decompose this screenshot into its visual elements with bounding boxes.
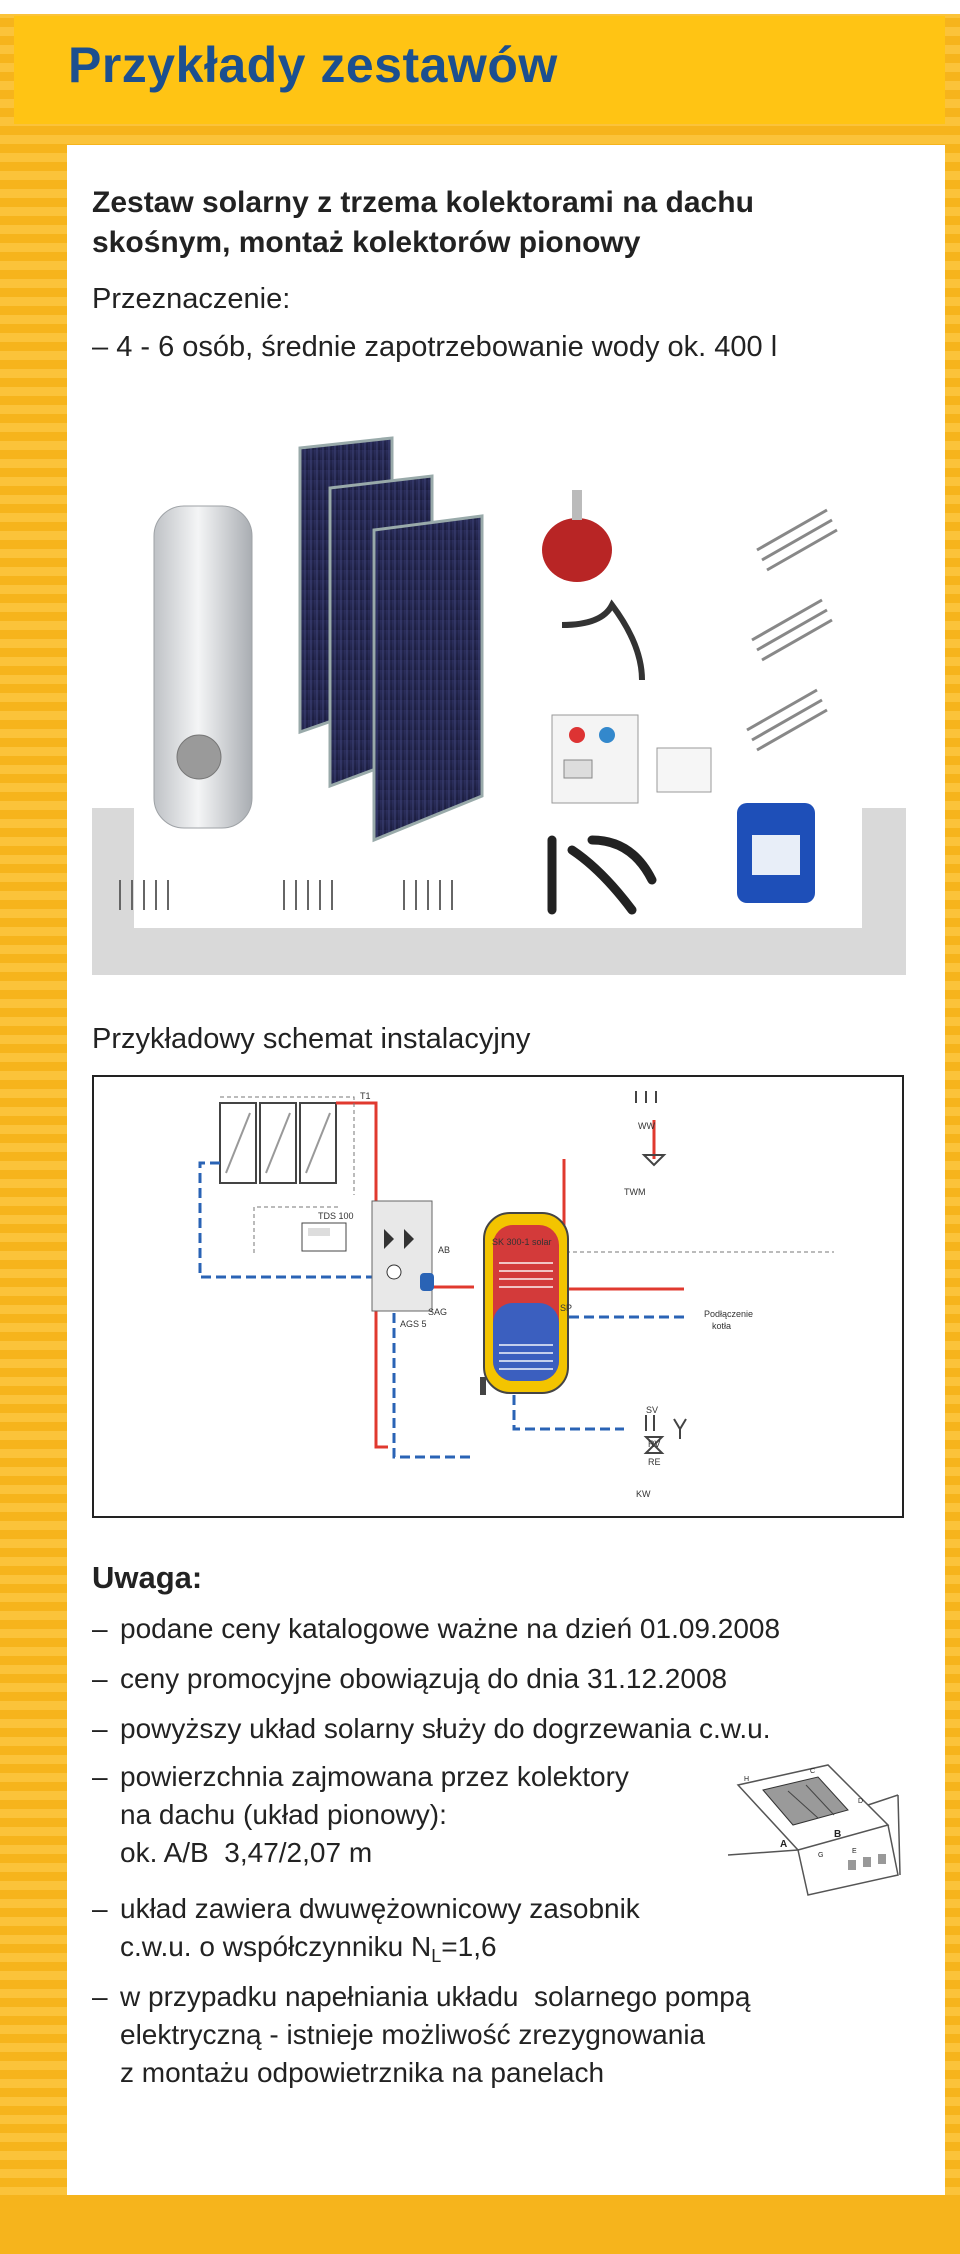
schema-collectors <box>219 1102 337 1184</box>
note-text-line: c.w.u. o współczynniku NL=1,6 <box>92 1928 640 1975</box>
roof-label-c: C <box>810 1768 815 1775</box>
collector-panels <box>298 436 484 843</box>
note-text-line: na dachu (układ pionowy): <box>120 1799 447 1830</box>
label-tds: TDS 100 <box>318 1211 354 1221</box>
roof-dimension-sketch: A B C D E G H <box>718 1755 902 1905</box>
note-dash: – <box>92 1663 108 1694</box>
label-boiler-1: Podłączenie <box>704 1309 753 1319</box>
roof-label-e: E <box>852 1848 857 1855</box>
note-item: – powierzchnia zajmowana przez kolektory… <box>92 1758 629 1872</box>
schema-labels: T1 WW TWM TDS 100 AB SK 300-1 solar SAG … <box>318 1091 753 1499</box>
note-item: – w przypadku napełniania układu solarne… <box>92 1978 750 2092</box>
note-item: – ceny promocyjne obowiązują do dnia 31.… <box>92 1660 727 1698</box>
note-text: podane ceny katalogowe ważne na dzień 01… <box>120 1613 781 1644</box>
label-sp: SP <box>560 1303 572 1313</box>
note-text: ceny promocyjne obowiązują do dnia 31.12… <box>120 1663 728 1694</box>
installation-schema: T1 WW TWM TDS 100 AB SK 300-1 solar SAG … <box>92 1075 904 1518</box>
note-text-line: w przypadku napełniania układu solarnego… <box>120 1981 751 2012</box>
note-text-line: powierzchnia zajmowana przez kolektory <box>120 1761 629 1792</box>
note-text: powyższy układ solarny służy do dogrzewa… <box>120 1713 771 1744</box>
schema-controller <box>301 1222 347 1252</box>
top-white-strip <box>0 0 960 14</box>
expansion-vessel <box>542 490 612 582</box>
label-rv: RV <box>648 1439 660 1449</box>
schema-thin-lines <box>220 1096 834 1253</box>
label-re: RE <box>648 1457 661 1467</box>
note-dash: – <box>92 1893 108 1924</box>
roof-label-d: D <box>858 1798 863 1805</box>
label-sv: SV <box>646 1405 658 1415</box>
note-text-line: ok. A/B 3,47/2,07 m <box>120 1837 373 1868</box>
note-dash: – <box>92 1761 108 1792</box>
note-text-line: elektryczną - istnieje możliwość zrezygn… <box>120 2019 706 2050</box>
schema-pump-group <box>371 1200 434 1312</box>
pipe-fittings <box>119 880 453 910</box>
label-sag: SAG <box>428 1307 447 1317</box>
purpose-label: Przeznaczenie: <box>92 283 291 315</box>
frame-bottom <box>0 2195 960 2254</box>
note-item: – podane ceny katalogowe ważne na dzień … <box>92 1610 780 1648</box>
roof-label-b: B <box>834 1829 841 1840</box>
label-ww: WW <box>638 1121 655 1131</box>
storage-tank <box>153 505 253 829</box>
roof-label-a: A <box>780 1839 787 1850</box>
note-text-part: =1,6 <box>441 1931 497 1962</box>
product-photo <box>92 430 906 975</box>
purpose-text: 4 - 6 osób, średnie zapotrzebowanie wody… <box>116 331 778 363</box>
note-dash: – <box>92 1981 108 2012</box>
product-illustration <box>119 436 838 915</box>
label-ags: AGS 5 <box>400 1319 427 1329</box>
schema-valves <box>635 1091 687 1454</box>
label-ab: AB <box>438 1245 450 1255</box>
label-kw: KW <box>636 1489 651 1499</box>
pump-station <box>551 714 712 804</box>
note-item: – układ zawiera dwuwężownicowy zasobnik … <box>92 1890 640 1975</box>
note-dash: – <box>92 1613 108 1644</box>
note-text-line: z montażu odpowietrznika na panelach <box>120 2057 605 2088</box>
roof-label-g: G <box>818 1852 823 1859</box>
label-t1: T1 <box>360 1091 371 1101</box>
page-title: Przykłady zestawów <box>68 37 558 93</box>
label-boiler-2: kotła <box>712 1321 731 1331</box>
note-text-part: c.w.u. o współczynniku N <box>120 1931 432 1962</box>
schema-diagram: T1 WW TWM TDS 100 AB SK 300-1 solar SAG … <box>198 1091 834 1499</box>
note-item: – powyższy układ solarny służy do dogrze… <box>92 1710 771 1748</box>
frame-left <box>0 0 67 2254</box>
note-dash: – <box>92 1713 108 1744</box>
note-text-line: układ zawiera dwuwężownicowy zasobnik <box>120 1893 640 1924</box>
insulated-pipes <box>547 835 657 915</box>
set-heading: Zestaw solarny z trzema kolektorami na d… <box>92 186 754 259</box>
note-subscript: L <box>431 1946 442 1966</box>
roof-sketch-drawing: A B C D E G H <box>727 1764 901 1896</box>
schema-label: Przykładowy schemat instalacyjny <box>92 1023 531 1055</box>
purpose-item: – 4 - 6 osób, średnie zapotrzebowanie wo… <box>92 331 777 364</box>
label-twm: TWM <box>624 1187 646 1197</box>
roof-label-h: H <box>744 1776 749 1783</box>
title-band <box>14 16 945 124</box>
sensor-cable <box>561 599 645 681</box>
notes-heading: Uwaga: <box>92 1560 203 1595</box>
frame-right <box>945 0 960 2254</box>
purpose-dash: – <box>92 331 109 363</box>
label-sk: SK 300-1 solar <box>492 1237 552 1247</box>
antifreeze-canister <box>737 803 815 903</box>
schema-storage-tank <box>480 1212 569 1395</box>
roof-hooks <box>746 508 838 752</box>
